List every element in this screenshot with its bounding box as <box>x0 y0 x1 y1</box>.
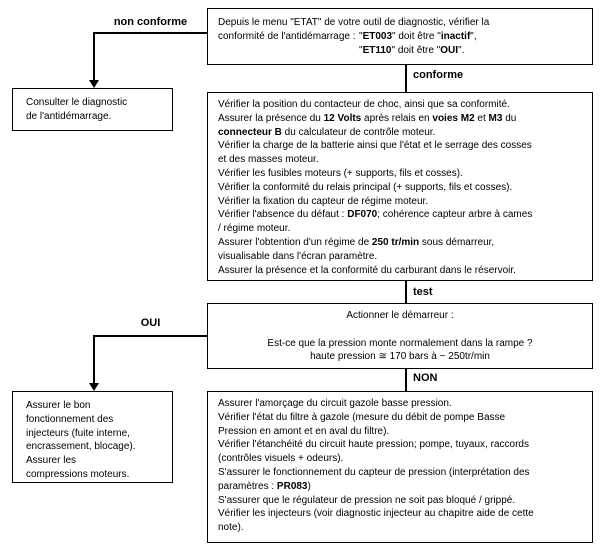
box-etat-check: Depuis le menu "ETAT" de votre outil de … <box>207 8 593 65</box>
label-non: NON <box>413 372 438 384</box>
arrow-down-icon <box>89 80 99 88</box>
label-conforme: conforme <box>413 69 464 81</box>
arrow-down-icon <box>89 383 99 391</box>
box-circuit-basse-pression: Assurer l'amorçage du circuit gazole bas… <box>207 391 593 543</box>
connector-oui-vertical <box>93 335 95 383</box>
connector-conforme <box>405 65 407 92</box>
label-oui: OUI <box>140 317 161 329</box>
box-verifications: Vérifier la position du contacteur de ch… <box>207 92 593 281</box>
connector-non-conforme-horizontal <box>93 32 208 34</box>
connector-test <box>405 280 407 303</box>
label-non-conforme: non conforme <box>113 16 188 28</box>
box-test-demarreur: Actionner le démarreur : Est-ce que la p… <box>207 303 593 369</box>
label-test: test <box>413 286 433 298</box>
connector-oui-horizontal <box>93 335 208 337</box>
connector-non <box>405 369 407 391</box>
connector-non-conforme-vertical <box>93 32 95 80</box>
